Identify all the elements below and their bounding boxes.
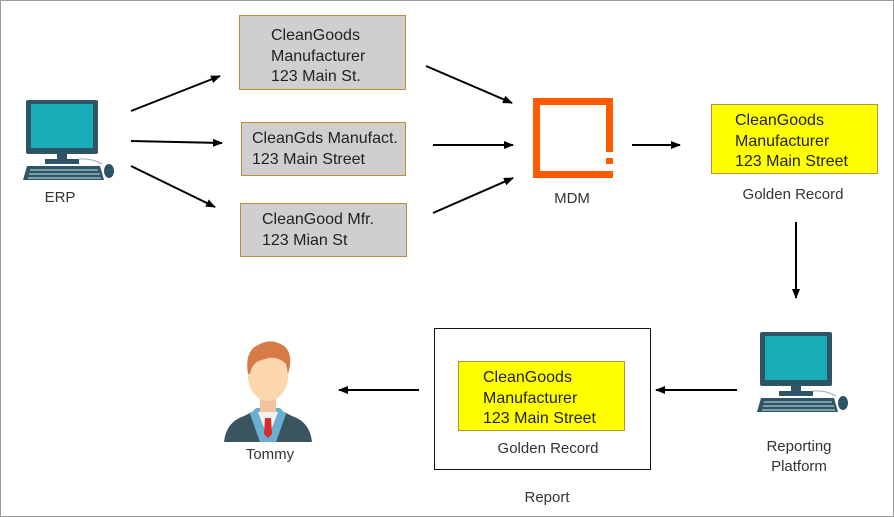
reporting-platform-label: Reporting Platform [744,437,854,477]
report-golden-record: CleanGoods Manufacturer 123 Main Street [458,361,625,431]
source-record-1-line: Manufacturer [271,47,366,65]
report-golden-record-line: 123 Main Street [483,410,596,427]
source-record-1[interactable]: CleanGoods Manufacturer 123 Main St. [239,15,406,90]
arrow-erp-to-source-1 [130,75,221,112]
arrow-erp-to-source-3 [130,165,216,208]
golden-record[interactable]: CleanGoods Manufacturer 123 Main Street [711,104,878,174]
source-record-2-line: CleanGds Manufact. [252,130,398,147]
report-golden-record-label: Golden Record [497,440,599,457]
source-record-2-line: 123 Main Street [252,150,365,168]
arrow-erp-to-source-2 [130,138,223,147]
reporting-platform-label-line2: Platform [771,458,827,475]
reporting-platform-computer-icon [757,332,848,412]
report-container[interactable] [434,328,651,470]
source-record-3-line: 123 Mian St [262,231,348,249]
report-golden-record-line: Manufacturer [483,389,578,407]
report-golden-record-line: CleanGoods [483,369,572,386]
mdm-label: MDM [554,190,590,207]
source-record-3[interactable]: CleanGood Mfr. 123 Mian St [240,203,407,257]
arrow-source-1-to-mdm [425,65,513,104]
golden-record-line: Manufacturer [735,132,830,150]
source-record-1-line: 123 Main St. [271,68,361,85]
erp-computer-icon [23,100,114,180]
source-record-2[interactable]: CleanGds Manufact. 123 Main Street [241,122,406,176]
report-label: Report [524,489,570,506]
erp-label: ERP [44,189,76,206]
golden-record-line: 123 Main Street [735,153,848,170]
arrow-source-3-to-mdm [432,177,514,214]
source-record-3-line: CleanGood Mfr. [262,211,375,228]
user-label: Tommy [245,446,295,463]
mdm-logo-icon [533,98,613,178]
golden-record-label: Golden Record [742,186,844,203]
reporting-platform-label-line1: Reporting [766,438,832,455]
golden-record-line: CleanGoods [735,112,824,129]
person-avatar-icon [224,341,312,442]
source-record-1-line: CleanGoods [271,27,360,44]
